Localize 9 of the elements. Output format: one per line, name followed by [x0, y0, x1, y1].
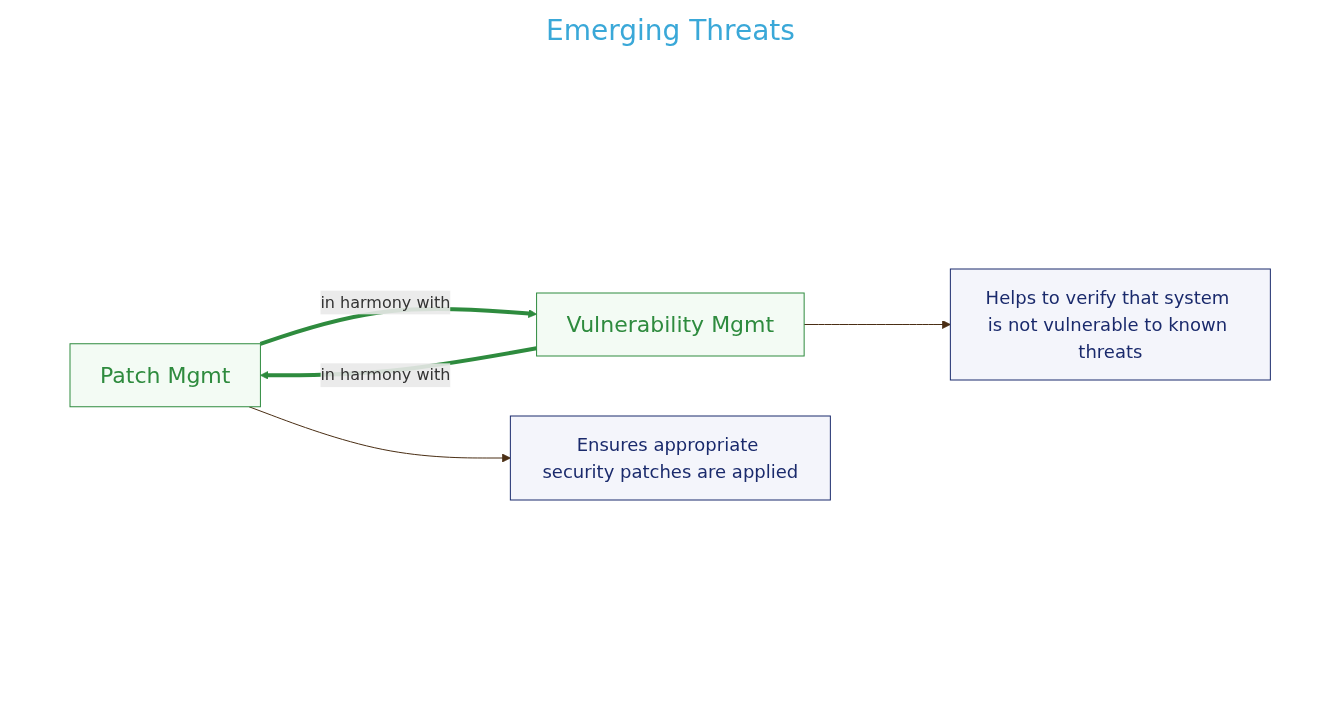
node-box: Ensures appropriate security patches are applied	[510, 415, 832, 500]
edge-label: in harmony with	[320, 292, 451, 311]
node-box: Vulnerability Mgmt	[536, 292, 805, 356]
arrow	[248, 405, 512, 462]
edge-label: in harmony with	[320, 364, 451, 384]
node-box: Helps to verify that system is not vulnerable to known threats	[950, 268, 1272, 380]
arrow	[803, 319, 952, 329]
center-note: Emerging Threats	[546, 14, 795, 47]
node-box: Patch Mgmt	[69, 342, 262, 407]
